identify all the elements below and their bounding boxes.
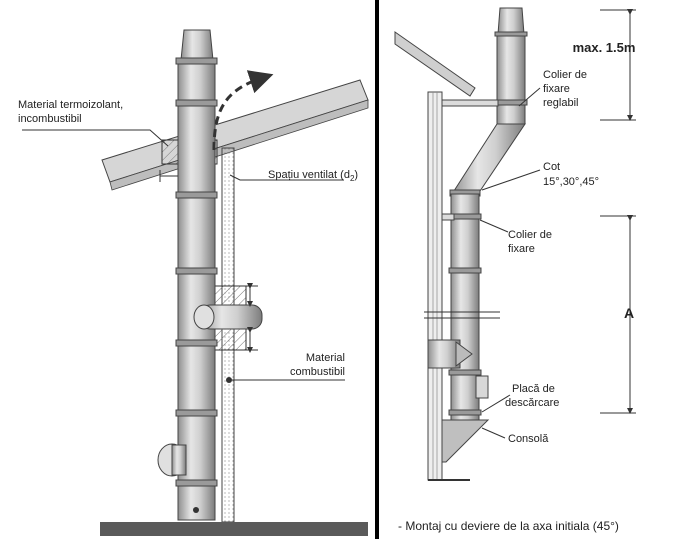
label-insulation-2: incombustibil — [18, 113, 82, 125]
label-plate-2: descărcare — [505, 397, 559, 409]
label-clamp-2: fixare — [508, 243, 535, 255]
label-elbow-2: 15°,30°,45° — [543, 176, 599, 188]
building-wall — [427, 91, 443, 481]
lower-pipe — [450, 193, 480, 421]
left-diagram: Material termoizolant, incombustibil Spa… — [18, 29, 369, 536]
horizontal-connector — [427, 339, 461, 369]
label-adj-clamp-1: Colier de — [543, 69, 587, 81]
dimension-max — [600, 9, 636, 121]
label-plate-1: Placă de — [512, 383, 555, 395]
right-diagram: max. 1.5m Colier de fixare reglabil Cot … — [394, 7, 636, 533]
label-insulation-1: Material termoizolant, — [18, 99, 123, 111]
label-adj-clamp-3: reglabil — [543, 97, 578, 109]
upper-pipe — [496, 31, 526, 125]
leaders-right — [479, 87, 541, 439]
label-console: Consolă — [508, 433, 549, 445]
roof-left-underside — [109, 99, 369, 191]
ventilation-arrow — [212, 70, 274, 151]
inspection-tee — [171, 444, 187, 476]
leaders-left — [22, 129, 345, 381]
pipe-joints-left — [175, 57, 218, 487]
label-combustible-1: Material — [306, 352, 345, 364]
chimney-cap-left — [180, 29, 214, 61]
offset-pipe — [451, 123, 526, 195]
chimney-cap-right — [497, 7, 525, 35]
roof-right — [394, 31, 476, 97]
adjustable-bracket — [441, 99, 499, 107]
divider — [375, 0, 379, 539]
label-elbow-1: Cot — [543, 161, 560, 173]
label-dimension-a: A — [624, 305, 634, 321]
caption: - Montaj cu deviere de la axa initiala (… — [398, 519, 619, 533]
drain-point — [193, 507, 199, 513]
console — [441, 419, 490, 463]
label-ventilated-space: Spațiu ventilat (d2) — [268, 169, 358, 183]
roof-left — [101, 79, 369, 183]
label-max: max. 1.5m — [573, 40, 636, 55]
label-combustible-2: combustibil — [290, 366, 345, 378]
clearance-dims — [242, 283, 258, 353]
combustible-leader-dot — [226, 377, 232, 383]
side-outlet-end — [193, 304, 215, 330]
label-clamp-1: Colier de — [508, 229, 552, 241]
mid-bracket — [441, 213, 455, 221]
inspection-cap-right — [475, 375, 489, 399]
label-adj-clamp-2: fixare — [543, 83, 570, 95]
dimension-a — [600, 215, 636, 414]
ground-left — [100, 522, 368, 536]
